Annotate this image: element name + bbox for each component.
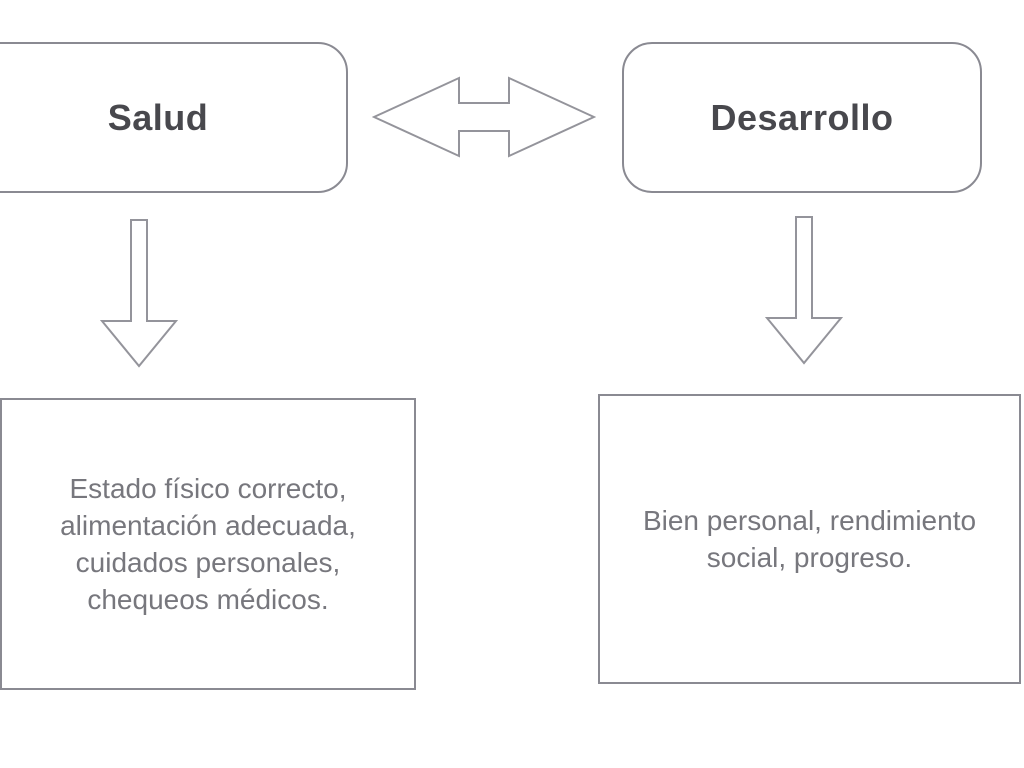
- node-desarrollo-label: Desarrollo: [710, 96, 894, 138]
- down-arrow-icon: [100, 219, 178, 368]
- node-desarrollo: Desarrollo: [622, 42, 982, 193]
- down-arrow-shape: [100, 219, 178, 368]
- node-salud-details: Estado físico correcto, alimentación ade…: [0, 398, 416, 690]
- node-salud-label: Salud: [107, 96, 209, 138]
- down-arrow-icon: [765, 216, 843, 365]
- double-arrow-shape: [372, 76, 596, 158]
- desarrollo-details-text: Bien personal, rendimiento social, progr…: [642, 505, 977, 573]
- double-headed-horizontal-arrow-icon: [372, 76, 596, 158]
- node-desarrollo-details: Bien personal, rendimiento social, progr…: [598, 394, 1021, 684]
- node-salud: Salud: [0, 42, 348, 193]
- down-arrow-shape: [765, 216, 843, 365]
- salud-details-text: Estado físico correcto, alimentación ade…: [60, 473, 356, 615]
